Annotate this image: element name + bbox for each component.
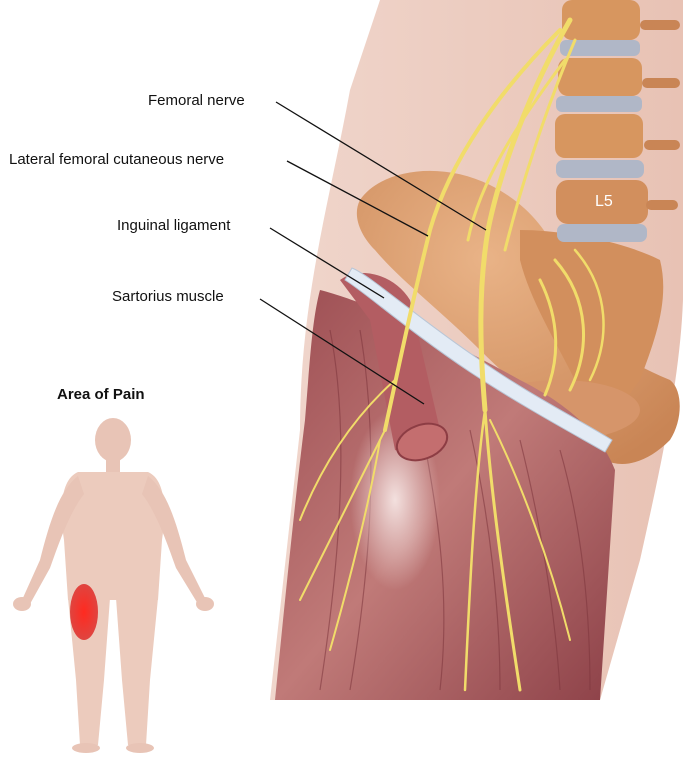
- inset-title: Area of Pain: [57, 386, 145, 403]
- label-inguinal-ligament: Inguinal ligament: [117, 217, 230, 234]
- label-sartorius-muscle: Sartorius muscle: [112, 288, 224, 305]
- vertebra-label: L5: [595, 193, 613, 211]
- label-lateral-femoral-cutaneous-nerve: Lateral femoral cutaneous nerve: [9, 151, 224, 168]
- pain-area: [70, 584, 98, 640]
- label-femoral-nerve: Femoral nerve: [148, 92, 245, 109]
- inset-figure: [10, 415, 220, 760]
- figure-head: [95, 418, 131, 462]
